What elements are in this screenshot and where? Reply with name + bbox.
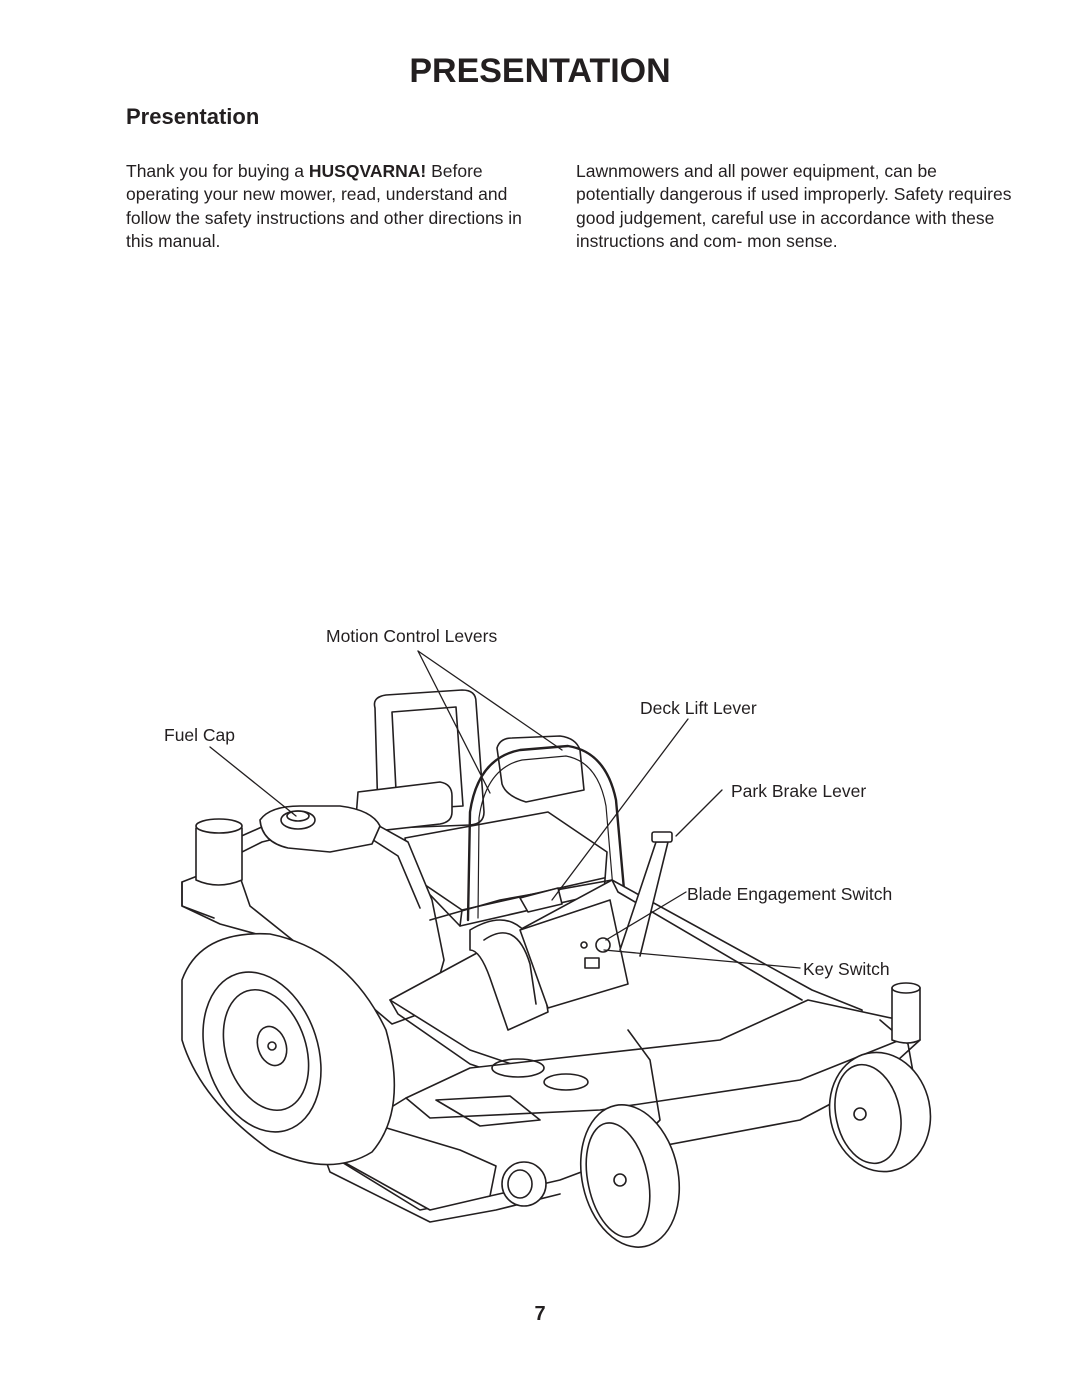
section-title: Presentation [126,104,260,129]
callout-blade-engagement-switch: Blade Engagement Switch [687,884,893,904]
brand-name: HUSQVARNA! [308,161,427,181]
rear-wheel [181,932,396,1166]
page-number: 7 [534,1303,546,1325]
callout-leader-lines [209,650,801,969]
right-armrest [496,735,585,803]
fuel-tank [259,805,381,853]
intro-text-before: Thank you for buying a [126,161,309,181]
callout-fuel-cap: Fuel Cap [164,725,236,745]
intro-paragraph: Thank you for buying a HUSQVARNA! Before… [126,160,546,254]
air-filter [195,818,243,886]
intro-text-after: Before operating your new mower, read, u… [126,161,522,252]
deck-lift-lever [519,887,563,913]
front-caster-wheel-left [579,1029,681,1248]
safety-paragraph: Lawnmowers and all power equipment, can … [576,161,1012,252]
fuel-cap [280,810,316,830]
front-caster-post [891,982,921,1044]
motion-control-lever [466,744,628,922]
page-heading: PRESENTATION [409,52,671,90]
console-panel [519,899,629,1009]
callout-park-brake-lever: Park Brake Lever [731,781,867,801]
callout-deck-lift-lever: Deck Lift Lever [640,698,757,718]
callout-key-switch: Key Switch [803,959,890,979]
callout-motion-control-levers: Motion Control Levers [326,626,498,646]
front-caster-wheel-right [828,1019,932,1173]
anti-scalp-roller [501,1161,547,1207]
